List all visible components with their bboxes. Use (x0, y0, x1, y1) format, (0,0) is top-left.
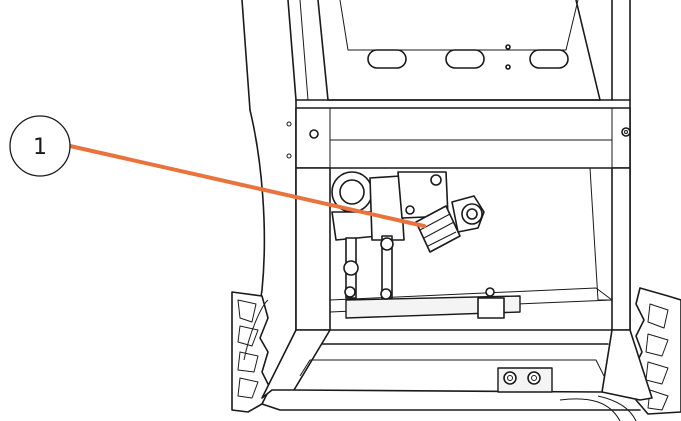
upper-housing (241, 0, 631, 331)
panel-slots (367, 44, 569, 70)
cross-beam (286, 107, 631, 169)
compartment-floor (329, 287, 613, 319)
callout-leader-line (68, 144, 426, 228)
callout-number: 1 (33, 135, 47, 160)
pump-assembly (331, 171, 485, 300)
callout-marker-1: 1 (9, 115, 71, 177)
lower-frame (261, 329, 653, 421)
left-wheel (231, 109, 271, 413)
